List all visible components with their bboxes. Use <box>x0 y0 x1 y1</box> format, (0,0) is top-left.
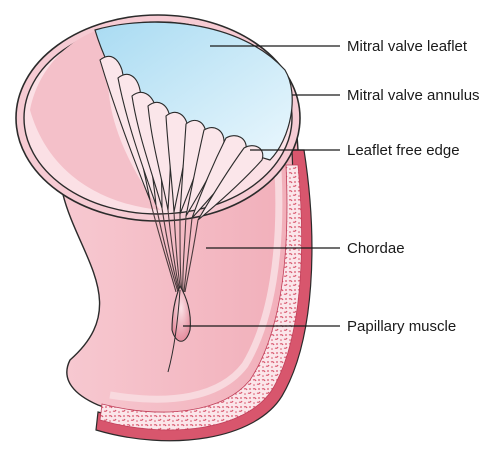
label-papillary-muscle: Papillary muscle <box>347 318 456 335</box>
label-mitral-valve-annulus: Mitral valve annulus <box>347 87 480 104</box>
label-chordae: Chordae <box>347 240 405 257</box>
label-leaflet-free-edge: Leaflet free edge <box>347 142 460 159</box>
label-mitral-valve-leaflet: Mitral valve leaflet <box>347 38 468 55</box>
